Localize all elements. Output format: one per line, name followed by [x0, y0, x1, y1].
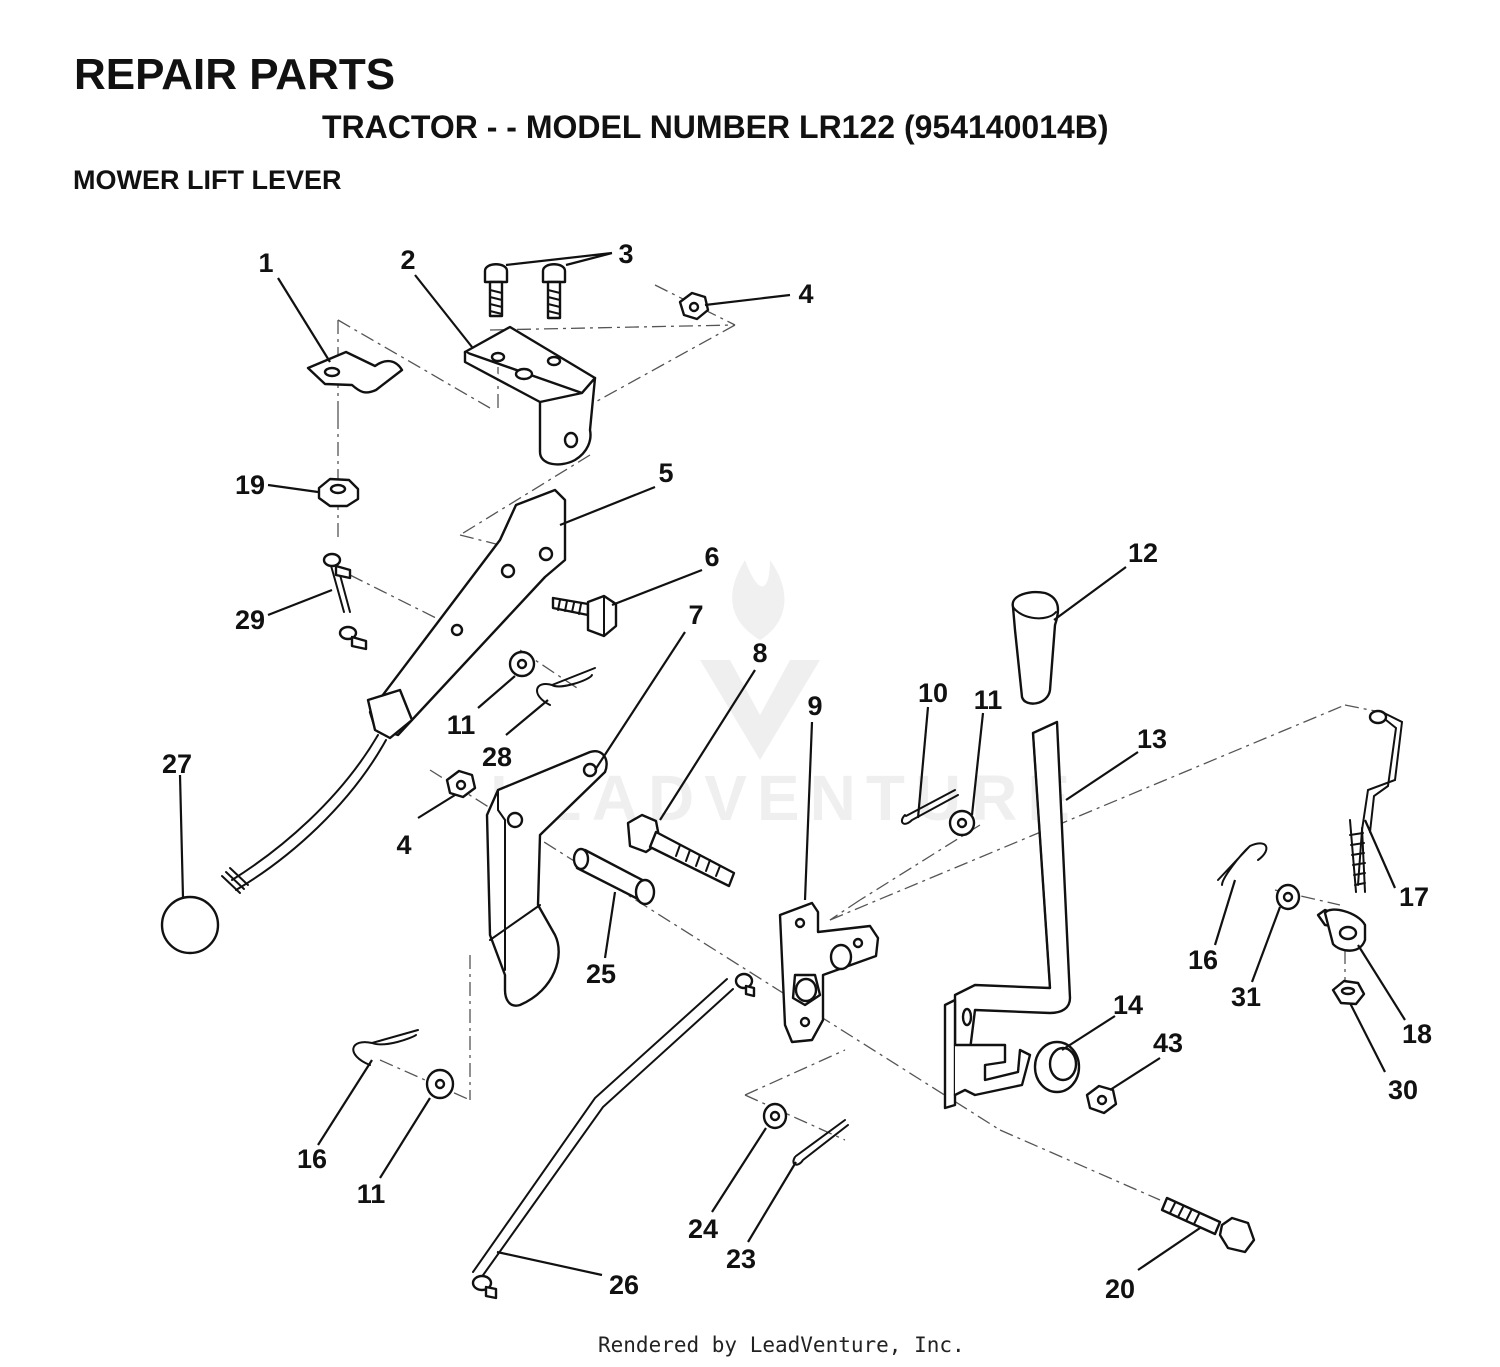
part-washer-24 [762, 1102, 788, 1130]
callout-5: 5 [658, 458, 673, 488]
part-hairpin-28 [536, 667, 596, 706]
callout-26: 26 [609, 1270, 639, 1300]
part-lift-handle [943, 720, 1072, 1110]
callout-11-upper: 11 [447, 710, 476, 740]
callout-9: 9 [807, 691, 822, 721]
part-washer-a [508, 650, 536, 678]
callout-24: 24 [688, 1214, 718, 1244]
part-handle-grip [1011, 591, 1060, 705]
part-hairpin-16b [1217, 842, 1268, 886]
callout-20: 20 [1105, 1274, 1135, 1304]
part-cotter-23 [792, 1119, 849, 1166]
callout-27: 27 [162, 749, 192, 779]
callout-2: 2 [400, 245, 415, 275]
part-nut-mid [445, 769, 477, 799]
part-nut-30 [1331, 979, 1366, 1006]
callout-25: 25 [586, 959, 616, 989]
part-link-plate [778, 901, 880, 1044]
part-washer-b [948, 809, 976, 837]
part-clip [306, 350, 404, 394]
watermark-logo [700, 560, 820, 760]
part-nut-top [678, 291, 710, 321]
part-bolt-20 [1160, 1196, 1256, 1254]
part-link-rod [322, 552, 368, 651]
callout-13: 13 [1137, 724, 1167, 754]
callout-numbers: 1 2 3 4 5 6 19 29 11 28 12 7 8 9 10 11 1… [162, 239, 1432, 1304]
part-bracket [463, 325, 597, 466]
callout-4-mid: 4 [396, 830, 411, 860]
section-title: MOWER LIFT LEVER [73, 165, 342, 195]
callout-leaders [178, 251, 1406, 1277]
part-nut-43 [1085, 1084, 1118, 1115]
callout-23: 23 [726, 1244, 756, 1274]
callout-12: 12 [1128, 538, 1158, 568]
part-adjust-rod [1349, 709, 1404, 893]
part-shoulder-bolt [551, 594, 618, 638]
callout-43: 43 [1153, 1028, 1183, 1058]
part-spacer-tube [572, 847, 656, 906]
callout-6: 6 [704, 542, 719, 572]
part-bolts [483, 263, 567, 320]
part-cotter-10 [901, 789, 959, 825]
callout-14: 14 [1113, 990, 1143, 1020]
callout-31: 31 [1231, 982, 1261, 1012]
part-pivot-bolt [626, 813, 736, 888]
callout-28: 28 [482, 742, 512, 772]
part-bushing [1033, 1040, 1081, 1094]
part-knob [160, 895, 220, 955]
callout-16-left: 16 [297, 1144, 327, 1174]
part-hairpin-16a [352, 1029, 419, 1066]
part-lift-link [471, 972, 756, 1300]
callout-29: 29 [235, 605, 265, 635]
callout-11-mid: 11 [974, 685, 1003, 715]
part-jam-nut [317, 477, 360, 508]
callout-18: 18 [1402, 1019, 1432, 1049]
callout-19: 19 [235, 470, 265, 500]
callout-3: 3 [618, 239, 633, 269]
callout-17: 17 [1399, 882, 1429, 912]
callout-16-right: 16 [1188, 945, 1218, 975]
callout-1: 1 [258, 248, 273, 278]
callout-4-top: 4 [798, 279, 813, 309]
footer-credit: Rendered by LeadVenture, Inc. [598, 1333, 965, 1357]
part-lever-bracket [485, 750, 608, 1007]
part-washer-31 [1275, 883, 1301, 911]
callout-8: 8 [752, 638, 767, 668]
model-subtitle: TRACTOR - - MODEL NUMBER LR122 (95414001… [322, 109, 1109, 145]
page-title: REPAIR PARTS [74, 50, 396, 99]
part-lift-arm [221, 488, 567, 894]
callout-30: 30 [1388, 1075, 1418, 1105]
callout-7: 7 [688, 600, 703, 630]
part-washer-c [425, 1068, 455, 1100]
callout-11-lower: 11 [357, 1179, 386, 1209]
callout-10: 10 [918, 678, 948, 708]
part-trunnion [1316, 908, 1367, 952]
